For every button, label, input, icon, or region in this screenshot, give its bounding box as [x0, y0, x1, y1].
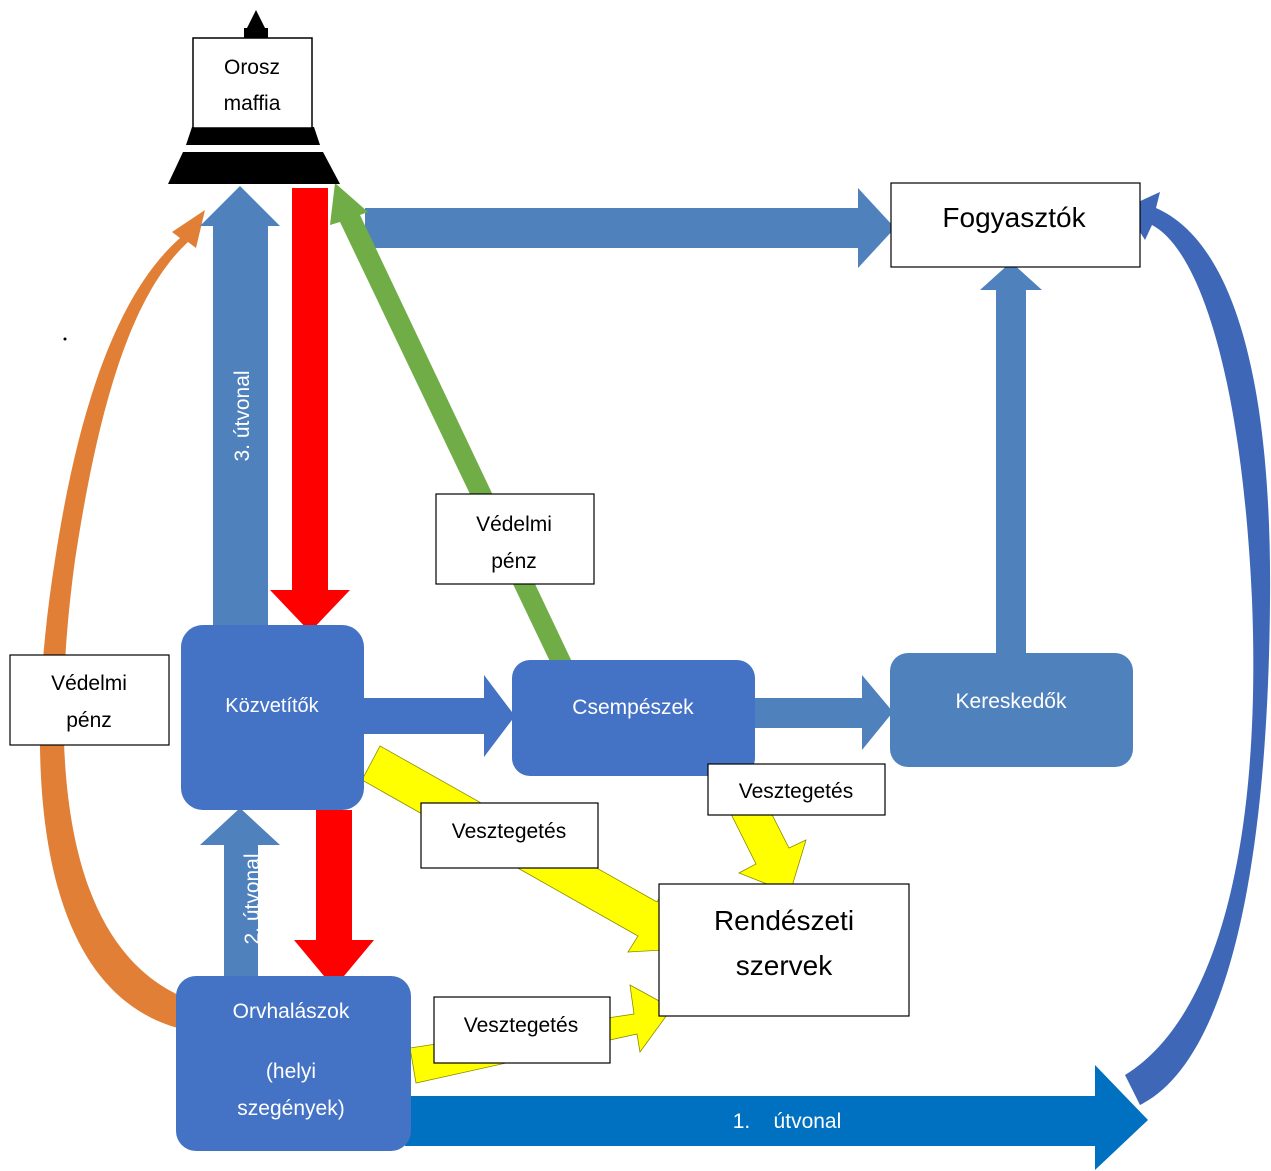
police-box [658, 883, 910, 1017]
poachers-node [176, 976, 411, 1151]
bribery-smugglers-label: Vesztegetés [739, 780, 853, 803]
route1-label: 1. útvonal [733, 1110, 842, 1133]
stray-dot [63, 337, 67, 341]
intermediaries-to-poachers-red-arrow [294, 810, 374, 988]
consumers-label: Fogyasztók [942, 202, 1086, 233]
protection-money-orange-label-line1: Védelmi [51, 672, 127, 695]
route2-arrow [200, 808, 280, 978]
bribery-poachers-label: Vesztegetés [464, 1014, 578, 1037]
poachers-label-line1: Orvhalászok [233, 1000, 350, 1023]
maffia-pyramid-band [244, 28, 268, 40]
protection-money-orange-label-line2: pénz [66, 709, 112, 732]
smugglers-to-traders-arrow [743, 675, 893, 750]
poachers-label-line2: (helyi [266, 1060, 316, 1083]
maffia-box [192, 37, 313, 129]
police-label-line1: Rendészeti [714, 905, 854, 936]
protection-money-curve-arrow [39, 210, 205, 1028]
protection-money-green-label-line2: pénz [491, 550, 537, 573]
maffia-label-line2: maffia [224, 92, 281, 115]
maffia-label-line1: Orosz [224, 56, 280, 79]
traders-node [890, 653, 1133, 767]
intermediaries-to-smugglers-arrow [358, 675, 515, 757]
intermediaries-label: Közvetítők [225, 695, 319, 717]
maffia-pyramid-shoulder [186, 127, 320, 145]
protection-money-orange-label-box [9, 654, 170, 746]
intermediaries-node [181, 625, 364, 810]
traders-label: Kereskedők [956, 690, 1067, 713]
maffia-to-intermediaries-red-arrow [270, 188, 350, 632]
route1-curve-arrow [1125, 192, 1271, 1105]
bribery-smugglers-label-box [707, 763, 886, 816]
route3-arrow [200, 186, 280, 626]
bribery-intermediaries-label-box [420, 802, 599, 869]
maffia-to-consumers-arrow [365, 188, 895, 268]
bribery-intermediaries-label: Vesztegetés [452, 820, 566, 843]
smugglers-node [512, 660, 755, 776]
traders-to-consumers-arrow [980, 262, 1042, 668]
route3-label: 3. útvonal [231, 370, 254, 461]
smugglers-label: Csempészek [572, 696, 694, 719]
protection-money-green-label-line1: Védelmi [476, 513, 552, 536]
protection-money-green-label-box [435, 493, 595, 585]
route1-arrow [405, 1065, 1148, 1170]
poachers-label-line3: szegények) [237, 1097, 344, 1120]
consumers-box [890, 182, 1141, 268]
police-label-line2: szervek [736, 950, 833, 981]
bribery-poachers-label-box [433, 996, 611, 1064]
maffia-pyramid-top [246, 10, 266, 30]
maffia-pyramid-base [168, 152, 340, 184]
protection-money-green-arrow [330, 183, 573, 672]
route2-label: 2. útvonal [241, 853, 264, 944]
